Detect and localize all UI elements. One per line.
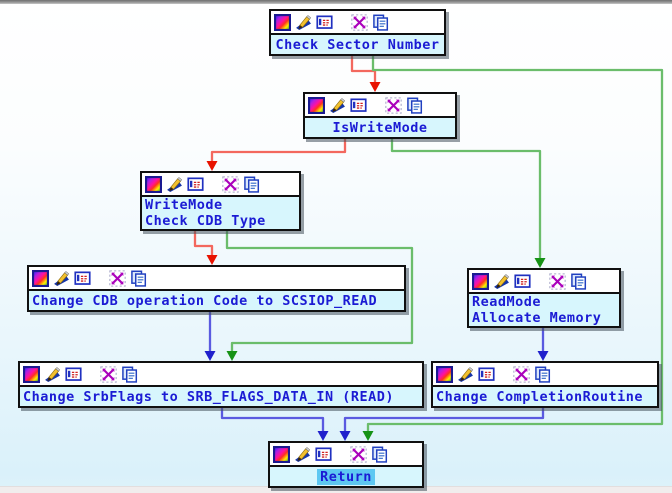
code-view-icon[interactable] xyxy=(406,97,423,114)
edit-icon[interactable] xyxy=(295,14,312,31)
comment-icon[interactable] xyxy=(65,366,82,383)
edit-icon[interactable] xyxy=(329,97,346,114)
fill-color-icon[interactable] xyxy=(32,270,49,287)
flow-node-change-completion-routine[interactable]: Change CompletionRoutine xyxy=(431,361,659,408)
toolbar-spacer xyxy=(95,278,105,279)
node-toolbar xyxy=(469,270,619,294)
node-toolbar xyxy=(271,11,444,35)
code-view-icon[interactable] xyxy=(570,273,587,290)
code-view-icon[interactable] xyxy=(534,366,551,383)
window-top-edge xyxy=(0,0,672,4)
connectors-icon[interactable] xyxy=(109,270,126,287)
comment-icon[interactable] xyxy=(316,14,333,31)
flow-node-change-srbflags[interactable]: Change SrbFlags to SRB_FLAGS_DATA_IN (RE… xyxy=(18,361,424,408)
toolbar-spacer xyxy=(208,184,218,185)
node-label: Change CDB operation Code to SCSIOP_READ xyxy=(29,291,404,310)
node-toolbar xyxy=(305,94,455,118)
code-view-icon[interactable] xyxy=(130,270,147,287)
node-toolbar xyxy=(270,443,422,467)
edit-icon[interactable] xyxy=(493,273,510,290)
comment-icon[interactable] xyxy=(187,176,204,193)
flow-node-change-cdb-operation-code[interactable]: Change CDB operation Code to SCSIOP_READ xyxy=(27,265,406,312)
node-toolbar xyxy=(29,267,404,291)
edit-icon[interactable] xyxy=(294,446,311,463)
node-label: IsWriteMode xyxy=(305,118,455,137)
node-label: Return xyxy=(270,467,422,486)
toolbar-spacer xyxy=(337,22,347,23)
connectors-icon[interactable] xyxy=(100,366,117,383)
edit-icon[interactable] xyxy=(44,366,61,383)
flow-node-write-mode[interactable]: WriteMode Check CDB Type xyxy=(140,171,301,231)
node-label: ReadMode Allocate Memory xyxy=(469,294,619,326)
node-toolbar xyxy=(433,363,657,387)
connectors-icon[interactable] xyxy=(513,366,530,383)
connectors-icon[interactable] xyxy=(350,446,367,463)
code-view-icon[interactable] xyxy=(371,446,388,463)
toolbar-spacer xyxy=(86,374,96,375)
toolbar-spacer xyxy=(336,454,346,455)
node-label: Check Sector Number xyxy=(271,35,444,54)
node-label: Change SrbFlags to SRB_FLAGS_DATA_IN (RE… xyxy=(20,387,422,406)
fill-color-icon[interactable] xyxy=(472,273,489,290)
fill-color-icon[interactable] xyxy=(308,97,325,114)
fill-color-icon[interactable] xyxy=(273,446,290,463)
toolbar-spacer xyxy=(535,281,545,282)
edit-icon[interactable] xyxy=(166,176,183,193)
comment-icon[interactable] xyxy=(74,270,91,287)
fill-color-icon[interactable] xyxy=(145,176,162,193)
comment-icon[interactable] xyxy=(315,446,332,463)
selected-label-highlight: Return xyxy=(317,468,375,485)
flow-node-read-mode[interactable]: ReadMode Allocate Memory xyxy=(467,268,621,328)
comment-icon[interactable] xyxy=(514,273,531,290)
code-view-icon[interactable] xyxy=(121,366,138,383)
comment-icon[interactable] xyxy=(350,97,367,114)
toolbar-spacer xyxy=(371,105,381,106)
connectors-icon[interactable] xyxy=(222,176,239,193)
node-toolbar xyxy=(20,363,422,387)
flow-node-is-write-mode[interactable]: IsWriteMode xyxy=(303,92,457,139)
node-toolbar xyxy=(142,173,299,197)
edit-icon[interactable] xyxy=(457,366,474,383)
toolbar-spacer xyxy=(499,374,509,375)
flow-node-check-sector-number[interactable]: Check Sector Number xyxy=(269,9,446,56)
node-label: Change CompletionRoutine xyxy=(433,387,657,406)
comment-icon[interactable] xyxy=(478,366,495,383)
edit-icon[interactable] xyxy=(53,270,70,287)
fill-color-icon[interactable] xyxy=(23,366,40,383)
flow-node-return[interactable]: Return xyxy=(268,441,424,488)
connectors-icon[interactable] xyxy=(549,273,566,290)
node-label: WriteMode Check CDB Type xyxy=(142,197,299,229)
connectors-icon[interactable] xyxy=(351,14,368,31)
code-view-icon[interactable] xyxy=(372,14,389,31)
code-view-icon[interactable] xyxy=(243,176,260,193)
connectors-icon[interactable] xyxy=(385,97,402,114)
fill-color-icon[interactable] xyxy=(436,366,453,383)
fill-color-icon[interactable] xyxy=(274,14,291,31)
